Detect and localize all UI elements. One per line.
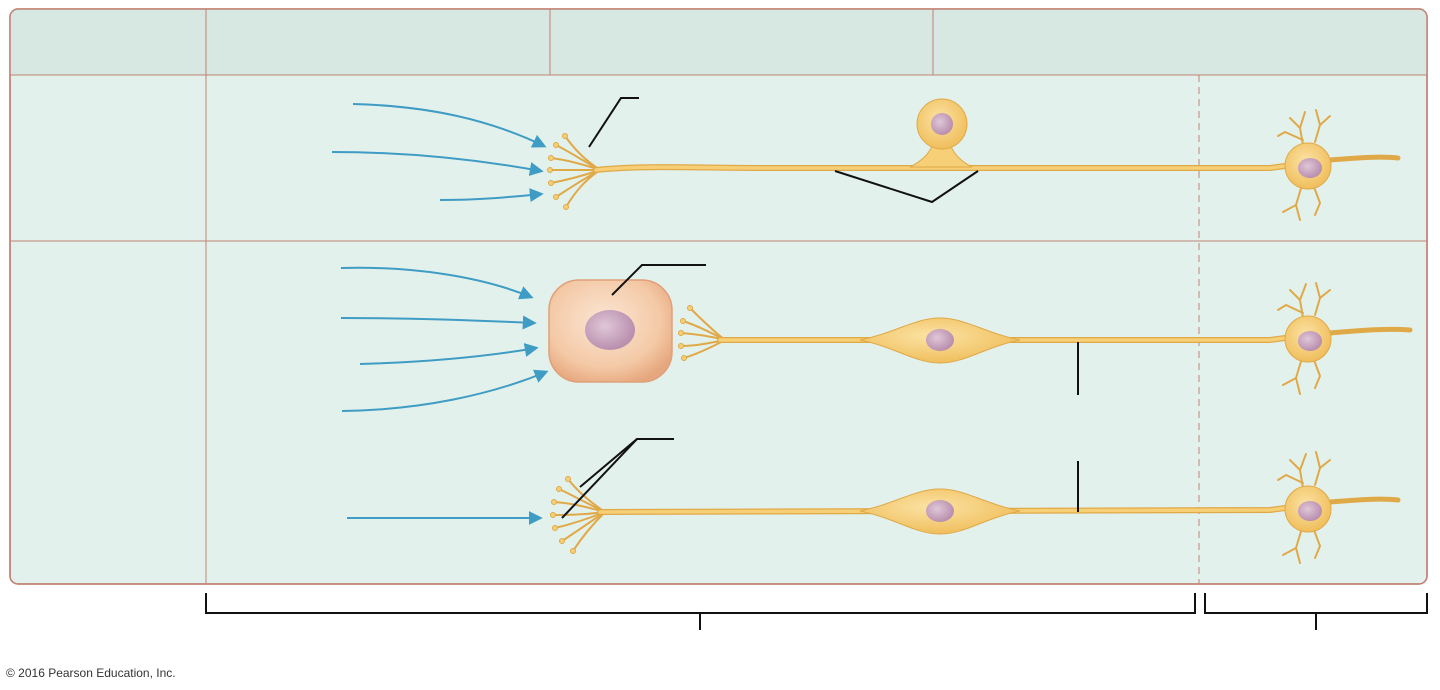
nucleus (931, 113, 953, 135)
row-1-pathway (331, 97, 1288, 210)
nucleus (1298, 158, 1322, 178)
table-frame (9, 8, 1428, 585)
arrow-icon (340, 266, 534, 300)
cns-neuron-1 (1277, 109, 1401, 221)
bottom-brackets (205, 593, 1428, 630)
receptor-cell-nucleus (585, 310, 635, 350)
arrow-icon (331, 151, 544, 176)
arrow-icon (340, 315, 537, 330)
table-outline (9, 8, 1428, 585)
cns-dendrites (1277, 282, 1331, 395)
copyright-notice: © 2016 Pearson Education, Inc. (6, 666, 176, 680)
cns-neuron-3 (1277, 451, 1401, 564)
cns-dendrites (1277, 109, 1331, 221)
arrow-icon (352, 103, 547, 148)
cns-axon (1327, 154, 1401, 163)
dendrite-tips-row-3 (550, 476, 576, 554)
arrow-icon (341, 369, 549, 412)
cns-dendrites (1277, 451, 1331, 564)
nucleus (1298, 501, 1322, 521)
leader-lines-row-1 (588, 97, 979, 204)
table-header-row (10, 9, 1427, 75)
axon-row-1-core (594, 164, 1287, 172)
leader-lines-row-2 (611, 264, 1079, 395)
pns-bracket (205, 593, 1196, 614)
table-background (9, 8, 1428, 585)
cns-neuron-2 (1277, 282, 1413, 395)
axon-row-3-core (598, 506, 1287, 514)
cns-axon (1327, 326, 1413, 336)
row-3-pathway (347, 438, 1288, 554)
arrow-icon (439, 188, 544, 203)
leader-lines-row-3 (561, 438, 1079, 519)
nucleus (926, 500, 954, 522)
stimulus-arrows-row-2 (340, 266, 549, 412)
cns-bracket (1204, 593, 1428, 614)
dendrite-tips-row-2 (678, 305, 693, 361)
arrow-icon (359, 343, 539, 365)
nucleus (1298, 331, 1322, 351)
cns-axon (1327, 496, 1401, 505)
row-2-pathway (340, 264, 1288, 412)
dendrite-tips-row-1 (547, 133, 569, 210)
nucleus (926, 329, 954, 351)
stimulus-arrows-row-1 (331, 103, 547, 203)
